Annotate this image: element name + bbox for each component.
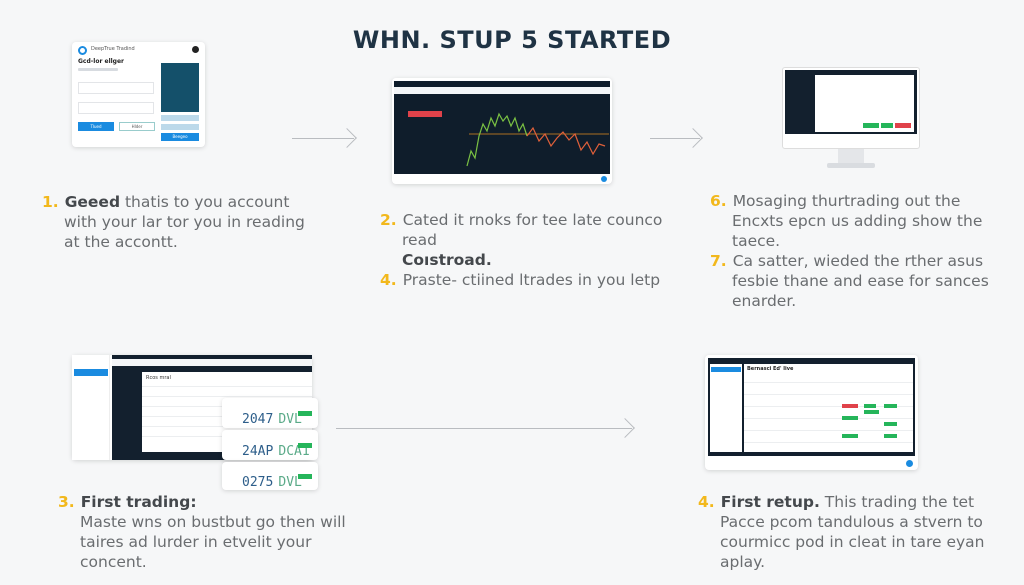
desktop-monitor-mockup	[782, 67, 920, 177]
side-button[interactable]: Beegeo	[161, 133, 199, 141]
quote-card[interactable]: 0275 DVL	[222, 462, 318, 490]
buy-button[interactable]	[298, 411, 312, 416]
quote-card[interactable]: 24AP DCA1	[222, 430, 318, 460]
login-screen-mockup: DeepTrue Tradind Gcd-lor ellger Tlued Hl…	[72, 42, 205, 147]
app-name: DeepTrue Tradind	[91, 46, 135, 52]
login-button[interactable]: Tlued	[78, 122, 114, 131]
buy-button[interactable]	[298, 474, 312, 479]
promo-panel	[161, 63, 199, 112]
app-logo-icon	[78, 46, 87, 55]
cancel-button[interactable]: Hlder	[119, 122, 155, 131]
user-avatar	[192, 46, 199, 53]
quote-cards: 2047 DVL 24AP DCA1 0275 DVL	[222, 398, 318, 490]
trading-chart-mockup	[392, 78, 612, 184]
quote-card[interactable]: 2047 DVL	[222, 398, 318, 428]
step-4: 4.First retup. This trading the tet Pacc…	[698, 493, 985, 571]
table-title: Bernasci Ed' live	[747, 366, 794, 372]
arrow-right	[336, 428, 632, 429]
step-3: 3.First trading: Maste wns on bustbut go…	[58, 493, 346, 571]
step-2: 2.Cated it rnoks for tee late counco rea…	[380, 211, 663, 289]
page-title: WHN. STUP 5 STARTED	[352, 26, 672, 54]
positions-table-mockup: Bernasci Ed' live	[705, 355, 918, 470]
buy-button[interactable]	[298, 443, 312, 448]
arrow-right	[650, 138, 700, 139]
username-field[interactable]	[78, 82, 154, 94]
price-chart	[466, 112, 609, 167]
step-6: 6.Mosaging thurtrading out the Encxts ep…	[710, 192, 989, 310]
step-1: 1.Geeed thatis to you account with your …	[42, 193, 305, 251]
orders-title: Rcos mral	[146, 375, 171, 381]
arrow-right	[292, 138, 354, 139]
password-field[interactable]	[78, 102, 154, 114]
login-heading: Gcd-lor ellger	[78, 58, 124, 65]
